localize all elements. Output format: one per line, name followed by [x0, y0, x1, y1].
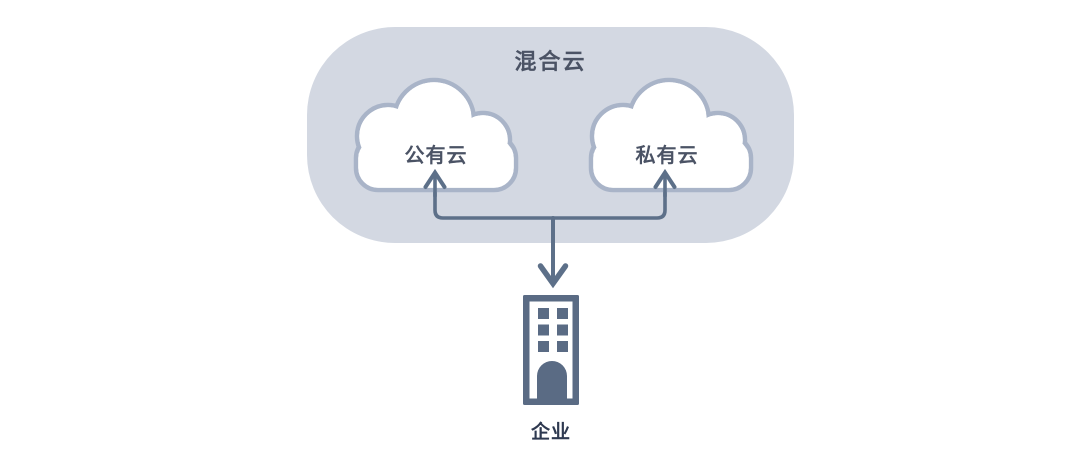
building-window	[557, 341, 568, 352]
private-cloud-icon	[588, 77, 754, 193]
public-cloud-icon	[353, 77, 519, 193]
building-window	[557, 324, 568, 336]
building-window	[557, 308, 568, 319]
building-window	[538, 324, 549, 336]
up-arrowhead-left-icon	[423, 168, 447, 189]
building-window	[538, 308, 549, 319]
hybrid-cloud-title: 混合云	[514, 50, 587, 75]
private-cloud-label: 私有云	[635, 143, 699, 167]
up-arrowhead-right-icon	[653, 168, 677, 189]
building-door	[537, 361, 567, 399]
down-arrowhead-icon	[537, 263, 569, 289]
enterprise-label: 企业	[530, 421, 571, 443]
arrow-tips-overlay	[423, 168, 677, 198]
connector-u-line	[433, 175, 667, 220]
building-windows	[538, 308, 568, 352]
public-cloud-label: 公有云	[404, 143, 468, 167]
enterprise-building-icon	[523, 295, 579, 405]
building-window	[538, 341, 549, 352]
